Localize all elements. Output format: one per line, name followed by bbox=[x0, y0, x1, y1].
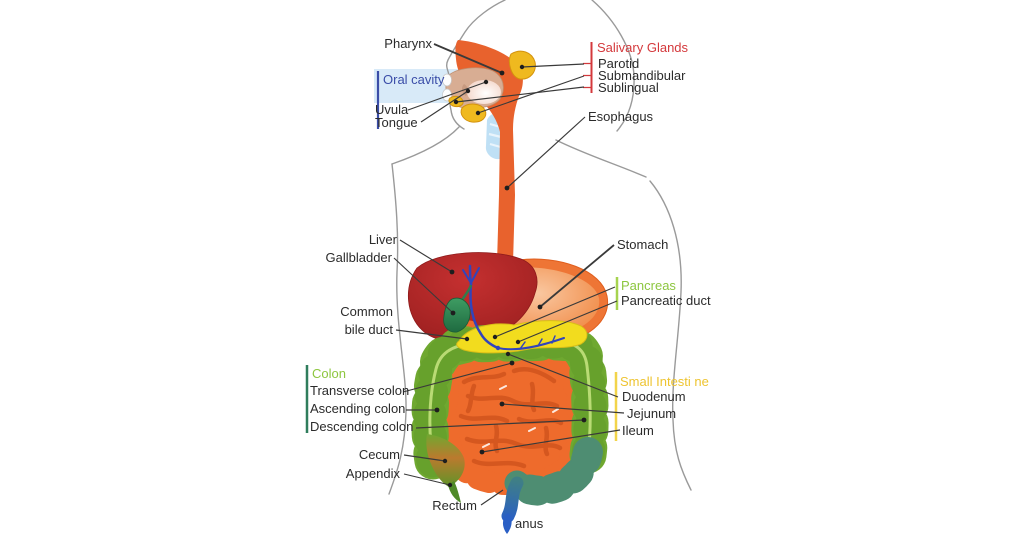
label-gallbladder: Gallbladder bbox=[325, 250, 393, 265]
label-transverse-colon: Transverse colon bbox=[310, 383, 410, 398]
label-uvula: Uvula bbox=[375, 102, 409, 117]
label-parotid: Parotid bbox=[598, 56, 640, 71]
submandibular-gland-shape bbox=[460, 103, 487, 123]
label-anus: anus bbox=[515, 516, 544, 531]
label-ileum: Ileum bbox=[622, 423, 654, 438]
label-tongue: Tongue bbox=[375, 115, 418, 130]
leader-lines bbox=[393, 43, 625, 506]
rectum-shape bbox=[501, 476, 524, 523]
label-esophagus: Esophagus bbox=[588, 109, 654, 124]
label-liver: Liver bbox=[368, 232, 397, 247]
label-sublingual: Sublingual bbox=[598, 80, 659, 95]
label-jejunum: Jejunum bbox=[627, 406, 677, 421]
label-stomach: Stomach bbox=[617, 237, 669, 252]
label-pancreas: Pancreas bbox=[621, 278, 676, 293]
bile-ducts-shape bbox=[462, 264, 565, 351]
sigmoid-colon-shape bbox=[502, 437, 603, 506]
label-duodenum: Duodenum bbox=[622, 389, 686, 404]
label-submandibular: Submandibular bbox=[598, 68, 686, 83]
category-bars bbox=[305, 42, 619, 441]
anus-shape bbox=[502, 513, 512, 534]
label-small-intestine: Small Intesti ne bbox=[620, 374, 709, 389]
pancreas-shape bbox=[456, 320, 588, 354]
label-rectum: Rectum bbox=[432, 498, 477, 513]
leader-dots bbox=[434, 64, 587, 488]
label-descending-colon: Descending colon bbox=[310, 419, 414, 434]
label-pharynx: Pharynx bbox=[384, 36, 432, 51]
liver-shape bbox=[407, 252, 538, 343]
label-common-bile-duct-line1: Common bbox=[340, 304, 393, 319]
label-salivary-glands: Salivary Glands bbox=[597, 40, 689, 55]
label-colon: Colon bbox=[312, 366, 346, 381]
label-oral-cavity: Oral cavity bbox=[383, 72, 445, 87]
label-appendix: Appendix bbox=[345, 466, 400, 481]
label-ascending-colon: Ascending colon bbox=[310, 401, 406, 416]
label-cecum: Cecum bbox=[358, 447, 400, 462]
gallbladder-shape bbox=[443, 284, 473, 333]
label-pancreatic-duct: Pancreatic duct bbox=[621, 293, 711, 308]
body-outline bbox=[388, 0, 692, 495]
label-common-bile-duct-line2: bile duct bbox=[344, 322, 393, 337]
